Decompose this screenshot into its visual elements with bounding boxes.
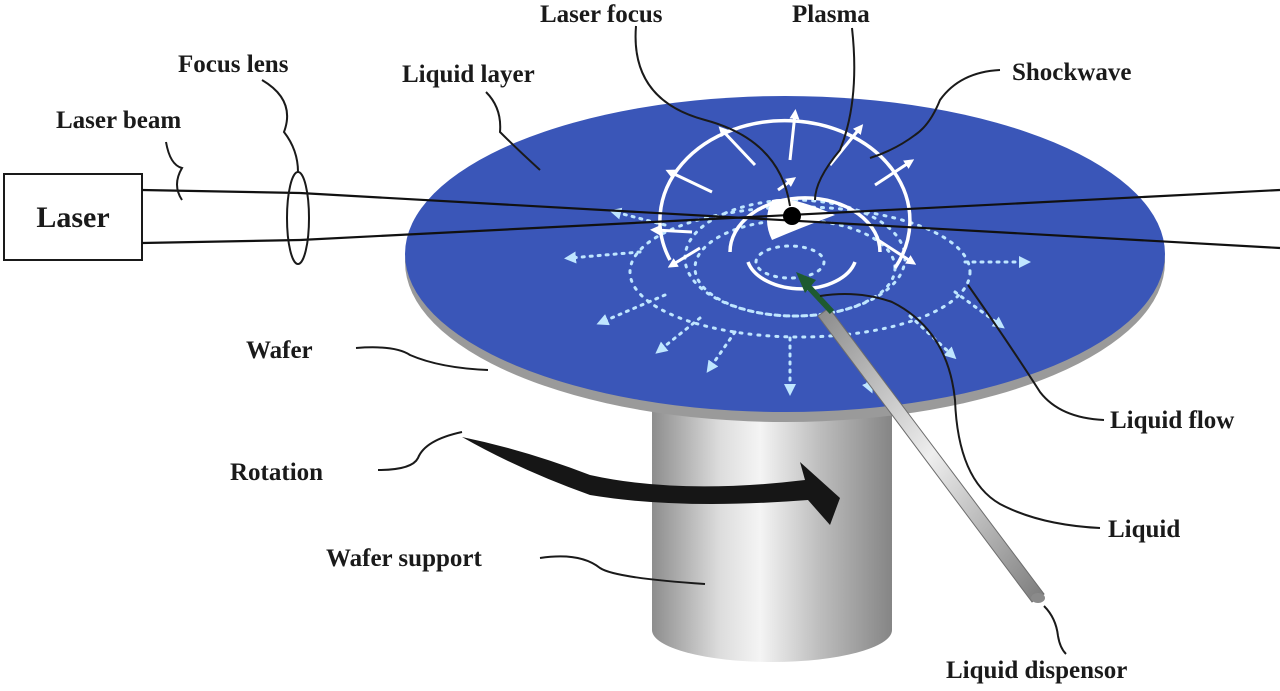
liquid-layer-surface	[405, 96, 1165, 412]
leader-wafer-support	[539, 555, 706, 585]
leader-liquid-dispensor	[1043, 605, 1067, 655]
liquid-flow-label: Liquid flow	[1110, 407, 1234, 434]
rotation-arrow	[462, 437, 840, 525]
leader-focus-lens	[261, 79, 299, 173]
leader-liquid	[819, 293, 1101, 529]
laser-focus-point	[783, 207, 801, 225]
liquid-label: Liquid	[1108, 516, 1180, 543]
wafer-disk	[405, 96, 1165, 422]
laser-beam-label: Laser beam	[56, 107, 181, 134]
rotation-label: Rotation	[230, 459, 323, 486]
wafer-label: Wafer	[246, 337, 313, 364]
leader-laser-beam	[165, 141, 184, 201]
laser-label: Laser	[36, 201, 109, 234]
leader-wafer	[355, 346, 489, 371]
liquid-dispensor-label: Liquid dispensor	[946, 657, 1127, 684]
laser-source: Laser	[3, 173, 143, 261]
leader-laser-focus	[634, 25, 791, 207]
shockwave-label: Shockwave	[1012, 59, 1131, 86]
liquid-dispensor-pipe	[817, 307, 1045, 603]
laser-focus-label: Laser focus	[540, 1, 663, 28]
dispensor-tip-arrow	[796, 272, 835, 315]
leader-rotation	[377, 431, 463, 471]
shockwave-rings	[650, 109, 917, 291]
wafer-support-cylinder	[652, 410, 892, 662]
focus-lens-label: Focus lens	[178, 51, 289, 78]
leader-plasma	[814, 27, 856, 201]
wafer-support-label: Wafer support	[326, 545, 482, 572]
liquid-layer-label: Liquid layer	[402, 61, 535, 88]
plasma-label: Plasma	[792, 1, 870, 28]
focus-lens	[286, 171, 310, 265]
leader-liquid-flow	[967, 284, 1105, 421]
plasma-wedge	[767, 199, 835, 240]
leader-shockwave	[869, 69, 1001, 159]
leader-liquid-layer	[485, 91, 541, 171]
